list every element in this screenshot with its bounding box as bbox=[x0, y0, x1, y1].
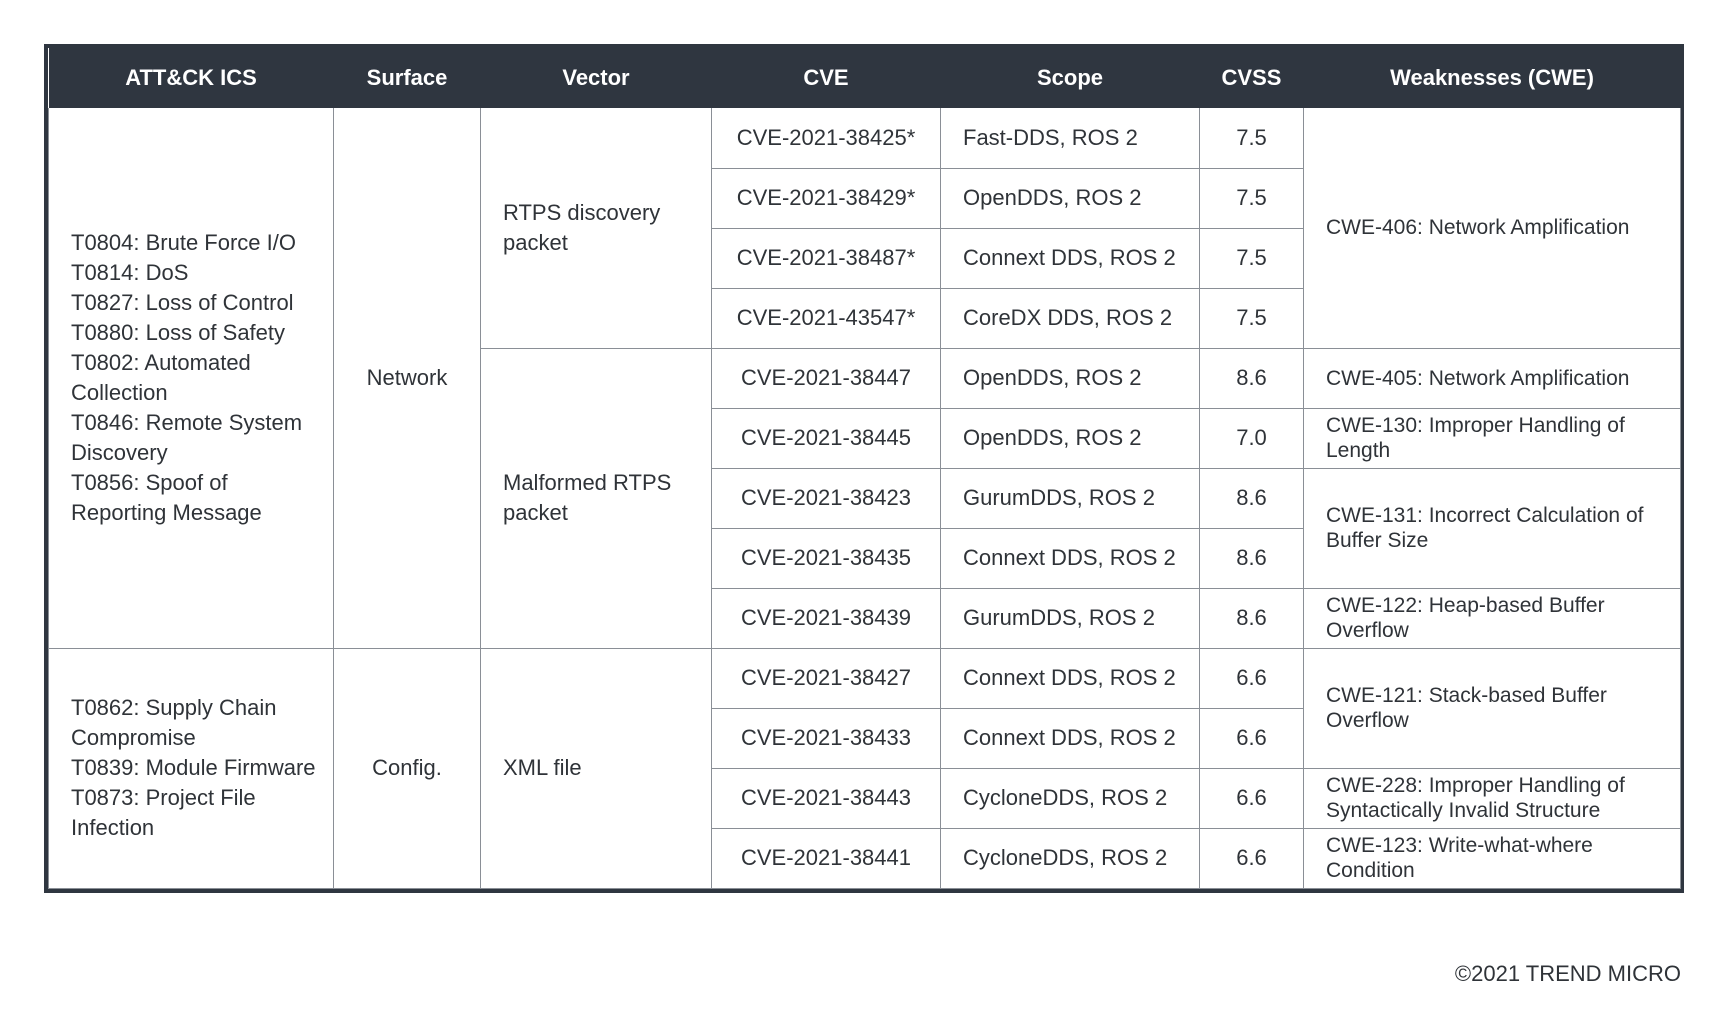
cve-cell: CVE-2021-38443 bbox=[711, 767, 941, 829]
cve-cell: CVE-2021-38433 bbox=[711, 707, 941, 769]
technique: T0814: DoS bbox=[71, 259, 189, 285]
table-row: Malformed RTPS packet CVE-2021-38447 Ope… bbox=[49, 347, 1681, 649]
cwe-cell: CWE-131: Incorrect Calculation of Buffer… bbox=[1303, 467, 1681, 589]
cve-cell: CVE-2021-43547* bbox=[711, 287, 941, 349]
scope-cell: Fast-DDS, ROS 2 bbox=[940, 108, 1200, 169]
cwe-cell: CWE-228: Improper Handling of Syntactica… bbox=[1303, 767, 1681, 829]
cve-cell: CVE-2021-38439 bbox=[711, 587, 941, 649]
header-surface: Surface bbox=[333, 48, 481, 108]
cvss-cell: 7.0 bbox=[1199, 407, 1304, 469]
cve-cell: CVE-2021-38425* bbox=[711, 108, 941, 169]
cvss-cell: 8.6 bbox=[1199, 347, 1304, 409]
technique: T0880: Loss of Safety bbox=[71, 319, 286, 345]
cvss-cell: 8.6 bbox=[1199, 587, 1304, 649]
cve-cell: CVE-2021-38423 bbox=[711, 467, 941, 529]
scope-cell: CycloneDDS, ROS 2 bbox=[940, 827, 1200, 889]
scope-cell: GurumDDS, ROS 2 bbox=[940, 467, 1200, 529]
header-scope: Scope bbox=[940, 48, 1200, 108]
cvss-cell: 8.6 bbox=[1199, 467, 1304, 529]
technique: T0827: Loss of Control bbox=[71, 289, 294, 315]
cwe-cell: CWE-405: Network Amplification bbox=[1303, 347, 1681, 409]
vector-malformed-rtps: Malformed RTPS packet bbox=[480, 347, 712, 649]
cvss-cell: 7.5 bbox=[1199, 108, 1304, 169]
copyright-notice: ©2021 TREND MICRO bbox=[1454, 961, 1681, 986]
cvss-cell: 6.6 bbox=[1199, 647, 1304, 709]
header-cve: CVE bbox=[711, 48, 941, 108]
cvss-cell: 7.5 bbox=[1199, 167, 1304, 229]
technique: T0802: Automated Collection bbox=[71, 349, 251, 405]
surface-network: Network bbox=[333, 108, 481, 649]
cve-cell: CVE-2021-38435 bbox=[711, 527, 941, 589]
technique: T0804: Brute Force I/O bbox=[71, 229, 296, 255]
technique: T0856: Spoof of Reporting Message bbox=[71, 469, 262, 525]
table-row: CVE-2021-38441 CycloneDDS, ROS 2 6.6 CWE… bbox=[49, 827, 1681, 889]
table-row: CVE-2021-38435 Connext DDS, ROS 2 8.6 bbox=[49, 527, 1681, 589]
vector-rtps-discovery: RTPS discovery packet bbox=[480, 108, 712, 349]
cve-cell: CVE-2021-38441 bbox=[711, 827, 941, 889]
table-row: CVE-2021-38423 GurumDDS, ROS 2 8.6 CWE-1… bbox=[49, 467, 1681, 589]
scope-cell: GurumDDS, ROS 2 bbox=[940, 587, 1200, 649]
surface-config: Config. bbox=[333, 647, 481, 889]
scope-cell: CycloneDDS, ROS 2 bbox=[940, 767, 1200, 829]
technique: T0839: Module Firmware bbox=[71, 755, 316, 780]
cve-cell: CVE-2021-38487* bbox=[711, 227, 941, 289]
vector-xml-file: XML file bbox=[480, 647, 712, 889]
table-row: CVE-2021-38433 Connext DDS, ROS 2 6.6 bbox=[49, 707, 1681, 769]
cvss-cell: 7.5 bbox=[1199, 287, 1304, 349]
table-row: CVE-2021-38445 OpenDDS, ROS 2 7.0 CWE-13… bbox=[49, 407, 1681, 469]
cvss-cell: 6.6 bbox=[1199, 827, 1304, 889]
cwe-cell: CWE-406: Network Amplification bbox=[1303, 108, 1681, 349]
table-row: CVE-2021-38487* Connext DDS, ROS 2 7.5 bbox=[49, 227, 1681, 289]
header-weaknesses: Weaknesses (CWE) bbox=[1303, 48, 1681, 108]
scope-cell: OpenDDS, ROS 2 bbox=[940, 167, 1200, 229]
cve-cell: CVE-2021-38427 bbox=[711, 647, 941, 709]
scope-cell: Connext DDS, ROS 2 bbox=[940, 227, 1200, 289]
cwe-cell: CWE-123: Write-what-where Condition bbox=[1303, 827, 1681, 889]
scope-cell: OpenDDS, ROS 2 bbox=[940, 347, 1200, 409]
header-attack-ics: ATT&CK ICS bbox=[48, 48, 334, 108]
header-cvss: CVSS bbox=[1199, 48, 1304, 108]
cvss-cell: 8.6 bbox=[1199, 527, 1304, 589]
vulnerability-table-frame: ATT&CK ICS Surface Vector CVE Scope CVSS… bbox=[44, 44, 1684, 893]
cve-cell: CVE-2021-38447 bbox=[711, 347, 941, 409]
cvss-cell: 6.6 bbox=[1199, 767, 1304, 829]
table-row: CVE-2021-43547* CoreDX DDS, ROS 2 7.5 bbox=[49, 287, 1681, 349]
table-row: T0804: Brute Force I/O T0814: DoS T0827:… bbox=[48, 108, 1681, 649]
scope-cell: Connext DDS, ROS 2 bbox=[940, 707, 1200, 769]
table-row: CVE-2021-38443 CycloneDDS, ROS 2 6.6 CWE… bbox=[49, 767, 1681, 829]
table-row: T0862: Supply Chain Compromise T0839: Mo… bbox=[48, 647, 1681, 889]
cve-cell: CVE-2021-38445 bbox=[711, 407, 941, 469]
scope-cell: Connext DDS, ROS 2 bbox=[940, 647, 1200, 709]
cwe-cell: CWE-121: Stack-based Buffer Overflow bbox=[1303, 647, 1681, 769]
cwe-cell: CWE-122: Heap-based Buffer Overflow bbox=[1303, 587, 1681, 649]
technique: T0862: Supply Chain Compromise bbox=[71, 695, 277, 750]
attack-techniques-network: T0804: Brute Force I/O T0814: DoS T0827:… bbox=[48, 108, 334, 649]
scope-cell: Connext DDS, ROS 2 bbox=[940, 527, 1200, 589]
cwe-cell: CWE-130: Improper Handling of Length bbox=[1303, 407, 1681, 469]
table-row: CVE-2021-38439 GurumDDS, ROS 2 8.6 CWE-1… bbox=[49, 587, 1681, 649]
header-row: ATT&CK ICS Surface Vector CVE Scope CVSS… bbox=[48, 48, 1681, 108]
table-row: CVE-2021-38429* OpenDDS, ROS 2 7.5 bbox=[49, 167, 1681, 229]
cvss-cell: 6.6 bbox=[1199, 707, 1304, 769]
cve-cell: CVE-2021-38429* bbox=[711, 167, 941, 229]
technique: T0846: Remote System Discovery bbox=[71, 409, 303, 465]
scope-cell: OpenDDS, ROS 2 bbox=[940, 407, 1200, 469]
cvss-cell: 7.5 bbox=[1199, 227, 1304, 289]
technique: T0873: Project File Infection bbox=[71, 785, 256, 840]
vulnerability-table: ATT&CK ICS Surface Vector CVE Scope CVSS… bbox=[48, 48, 1681, 889]
attack-techniques-config: T0862: Supply Chain Compromise T0839: Mo… bbox=[48, 647, 334, 889]
scope-cell: CoreDX DDS, ROS 2 bbox=[940, 287, 1200, 349]
header-vector: Vector bbox=[480, 48, 712, 108]
